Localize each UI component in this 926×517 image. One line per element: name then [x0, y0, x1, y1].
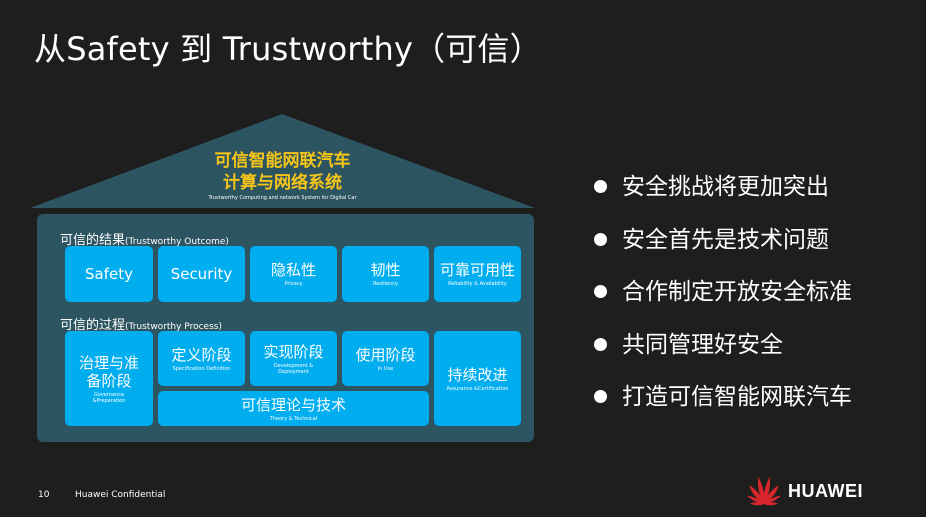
roof-title-line1: 可信智能网联汽车 — [214, 151, 351, 171]
bullet-text: 打造可信智能网联汽车 — [622, 384, 852, 410]
house-roof — [30, 114, 535, 208]
bullet-item: 安全挑战将更加突出 — [592, 172, 852, 225]
huawei-wordmark: HUAWEI — [788, 481, 863, 501]
process-spec-en: Specification Definition — [172, 365, 231, 372]
outcome-label: 可信的结果(Trustworthy Outcome) — [60, 229, 229, 248]
outcome-privacy-label: 隐私性 — [270, 261, 316, 279]
roof-subtitle: Trustworthy Computing and network System… — [208, 195, 357, 201]
roof-title-line2: 计算与网络系统 — [223, 173, 342, 193]
process-label: 可信的过程(Trustworthy Process) — [60, 314, 222, 333]
outcome-reliability-en: Reliability & Availability — [448, 281, 507, 287]
process-use: 使用阶段 In Use — [342, 331, 429, 386]
outcome-safety-label: Safety — [85, 265, 133, 283]
bullet-item: 共同管理好安全 — [592, 330, 852, 383]
outcome-resiliency-en: Resiliency — [372, 281, 399, 287]
process-governance: 治理与准备阶段 Governance &Preparation — [65, 331, 153, 426]
page-number: 10 — [38, 490, 50, 500]
bullet-dot-icon — [594, 285, 607, 298]
process-improve-label: 持续改进 — [447, 365, 508, 384]
process-spec-label: 定义阶段 — [171, 345, 232, 364]
bullet-dot-icon — [594, 390, 607, 403]
process-dev: 实现阶段 Development & Deployment — [250, 331, 337, 386]
bullet-text: 合作制定开放安全标准 — [622, 279, 852, 305]
outcome-resiliency-label: 韧性 — [370, 261, 401, 279]
confidential-label: Huawei Confidential — [75, 490, 166, 500]
process-use-label: 使用阶段 — [355, 345, 416, 364]
process-improve: 持续改进 Assurance &Certification — [434, 331, 521, 426]
process-dev-en2: Deployment — [278, 368, 309, 375]
outcome-privacy-en: Privacy — [284, 281, 303, 287]
process-governance-en1: Governance — [93, 391, 125, 398]
outcome-privacy: 隐私性 Privacy — [250, 246, 337, 302]
process-spec: 定义阶段 Specification Definition — [158, 331, 245, 386]
outcome-label-en: (Trustworthy Outcome) — [125, 237, 229, 247]
outcome-reliability-label: 可靠可用性 — [439, 261, 515, 279]
bullet-text: 安全首先是技术问题 — [622, 226, 829, 253]
process-improve-en: Assurance &Certification — [446, 385, 509, 392]
process-governance-label: 治理与准备阶段 — [78, 353, 139, 390]
slide-title: 从Safety 到 Trustworthy（可信） — [34, 30, 542, 68]
bullet-dot-icon — [594, 180, 607, 193]
process-use-en: In Use — [377, 365, 394, 372]
bullet-list: 安全挑战将更加突出 安全首先是技术问题 合作制定开放安全标准 共同管理好安全 打… — [592, 172, 852, 435]
bullet-text: 安全挑战将更加突出 — [622, 174, 829, 200]
outcome-label-cn: 可信的结果 — [60, 233, 126, 248]
process-theory-en: Theory & Technical — [269, 415, 318, 422]
bullet-item: 合作制定开放安全标准 — [592, 277, 852, 330]
outcome-security: Security — [158, 246, 245, 302]
process-governance-en2: &Preparation — [92, 397, 126, 404]
bullet-dot-icon — [594, 232, 607, 246]
process-theory: 可信理论与技术 Theory & Technical — [158, 391, 429, 426]
bullet-dot-icon — [594, 337, 607, 351]
process-dev-label: 实现阶段 — [263, 342, 324, 361]
outcome-security-label: Security — [170, 265, 233, 283]
process-theory-label: 可信理论与技术 — [240, 395, 346, 414]
process-label-cn: 可信的过程 — [60, 318, 126, 333]
outcome-resiliency: 韧性 Resiliency — [342, 246, 429, 302]
bullet-item: 安全首先是技术问题 — [592, 225, 852, 278]
outcome-safety: Safety — [65, 246, 153, 302]
process-dev-en1: Development & — [273, 362, 314, 369]
process-label-en: (Trustworthy Process) — [125, 322, 222, 332]
bullet-item: 打造可信智能网联汽车 — [592, 382, 852, 435]
huawei-flower-logo-icon — [746, 476, 782, 506]
outcome-reliability: 可靠可用性 Reliability & Availability — [434, 246, 521, 302]
bullet-text: 共同管理好安全 — [622, 331, 783, 358]
